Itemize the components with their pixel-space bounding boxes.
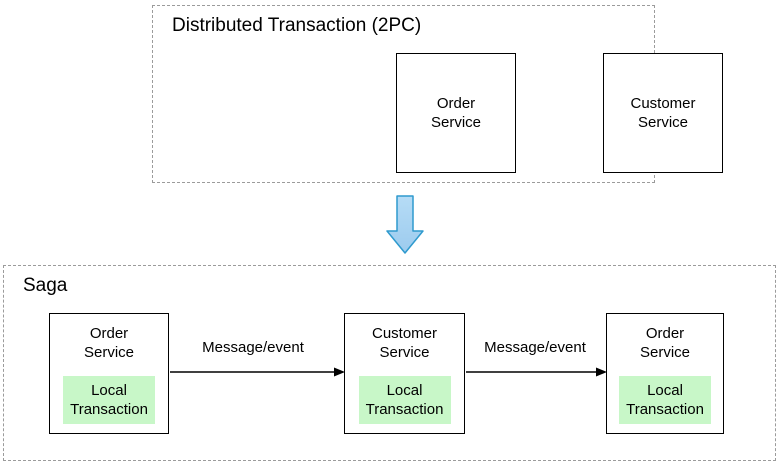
order-service-label: Order Service [639,325,691,361]
message-event-arrow-1 [170,367,345,377]
message-event-label-1: Message/event [202,339,304,356]
local-transaction-box: Local Transaction [619,376,711,424]
local-transaction-box: Local Transaction [358,376,451,424]
distributed-transaction-title: Distributed Transaction (2PC) [172,15,422,36]
down-arrow-icon [386,195,424,254]
saga-node-customer-service: Customer Service Local Transaction [344,313,465,434]
customer-service-box-2pc: Customer Service [603,53,723,173]
saga-title: Saga [23,275,68,296]
message-event-label-2: Message/event [484,339,586,356]
local-transaction-box: Local Transaction [63,376,155,424]
distributed-transaction-container: Distributed Transaction (2PC) Order Serv… [152,5,723,183]
order-service-label: Order Service [430,95,482,131]
customer-service-label: Customer Service [371,325,438,361]
customer-service-label: Customer Service [630,95,696,131]
saga-node-order-service-1: Order Service Local Transaction [49,313,169,434]
order-service-label: Order Service [83,325,135,361]
saga-node-order-service-2: Order Service Local Transaction [606,313,724,434]
message-event-arrow-2 [466,367,607,377]
order-service-box-2pc: Order Service [396,53,516,173]
